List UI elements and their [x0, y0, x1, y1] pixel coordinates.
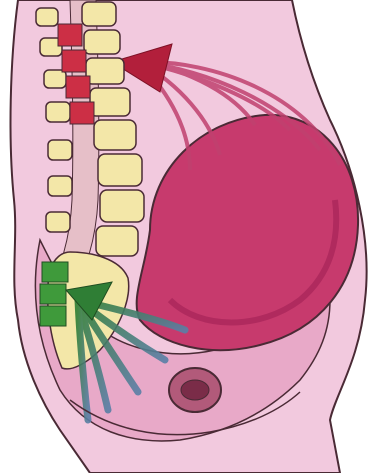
- vertebra: [82, 2, 116, 26]
- vertebra: [98, 154, 142, 186]
- highlighted-green-segment: [40, 262, 68, 326]
- rectum-inner: [181, 380, 209, 400]
- vertebra: [94, 120, 136, 150]
- vertebra: [90, 88, 130, 116]
- spinous-process: [48, 176, 72, 196]
- spinous-process: [48, 140, 72, 160]
- spinous-process: [46, 212, 70, 232]
- vertebra: [86, 58, 124, 84]
- spinous-process: [36, 8, 58, 26]
- vertebra: [100, 190, 144, 222]
- spinous-process: [46, 102, 70, 122]
- spinous-process: [44, 70, 66, 88]
- vertebra: [96, 226, 138, 256]
- vertebra: [84, 30, 120, 54]
